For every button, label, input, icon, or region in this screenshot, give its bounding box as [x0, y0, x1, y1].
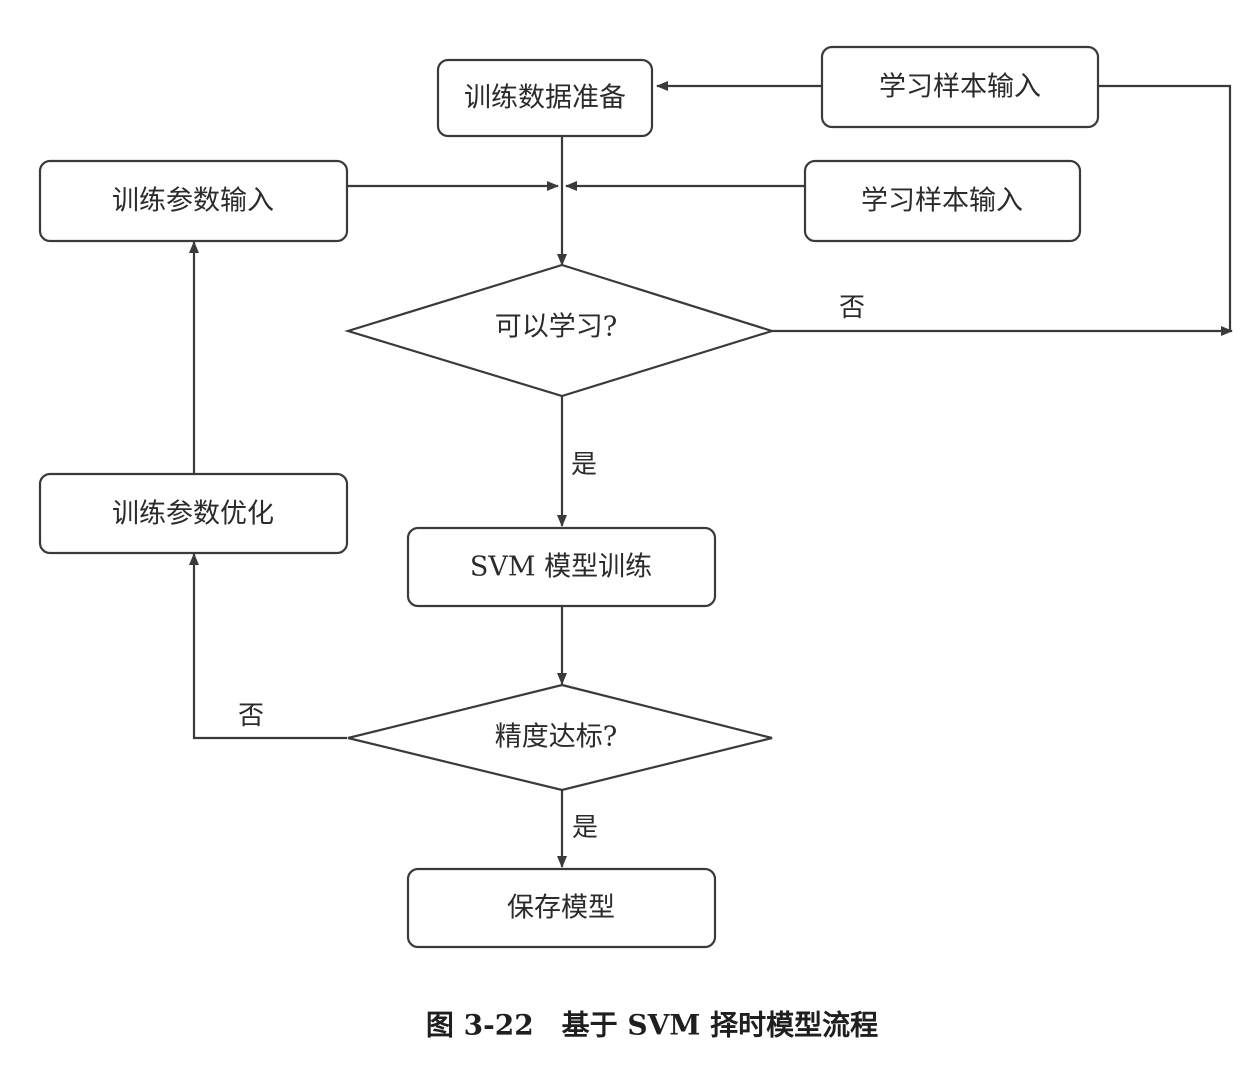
edge-label-can-learn-no: 否	[839, 293, 865, 323]
node-save-model: 保存模型	[406, 867, 717, 949]
edge-label-accuracy-yes: 是	[572, 813, 598, 843]
node-sample-input-mid-label: 学习样本输入	[861, 186, 1023, 217]
node-accuracy-ok: 精度达标?	[347, 683, 773, 792]
edge-label-accuracy-no: 否	[238, 701, 264, 731]
node-svm-train: SVM 模型训练	[406, 526, 717, 608]
node-param-optimize: 训练参数优化	[38, 472, 349, 555]
node-prepare: 训练数据准备	[436, 58, 654, 138]
node-param-input-label: 训练参数输入	[112, 186, 274, 217]
node-param-optimize-label: 训练参数优化	[112, 499, 274, 530]
node-sample-input-mid: 学习样本输入	[803, 159, 1082, 243]
edge-label-can-learn-yes: 是	[571, 450, 597, 480]
node-save-model-label: 保存模型	[507, 893, 615, 924]
edge-sample-top-right-connector	[1098, 84, 1232, 331]
node-prepare-label: 训练数据准备	[464, 83, 626, 114]
node-sample-input-top-label: 学习样本输入	[879, 72, 1041, 103]
node-can-learn: 可以学习?	[344, 263, 776, 398]
node-sample-input-top: 学习样本输入	[820, 45, 1100, 129]
node-svm-train-label: SVM 模型训练	[470, 552, 652, 583]
edge-accuracy-no	[189, 553, 347, 740]
figure-caption: 图 3-22 基于 SVM 择时模型流程	[426, 1009, 878, 1042]
node-can-learn-label: 可以学习?	[495, 312, 617, 343]
edges	[189, 81, 1233, 868]
node-accuracy-ok-label: 精度达标?	[495, 722, 617, 753]
node-param-input: 训练参数输入	[38, 159, 349, 243]
